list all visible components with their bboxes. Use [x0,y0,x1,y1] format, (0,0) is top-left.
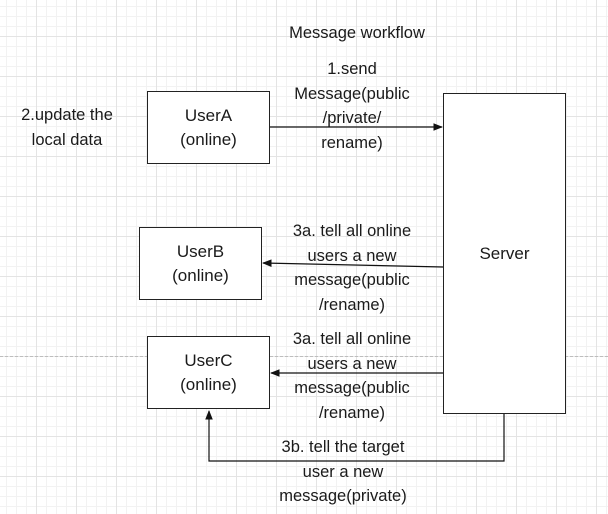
userc-status: (online) [180,374,237,394]
userb-status: (online) [172,265,229,285]
userb-label: UserB [176,241,225,261]
userc-node[interactable]: UserC (online) [147,336,270,409]
server-label: Server [479,243,530,263]
send-message-label: 1.send Message(public /private/ rename) [294,60,410,152]
userb-node[interactable]: UserB (online) [139,227,262,300]
usera-label: UserA [184,105,233,125]
notify-target-label: 3b. tell the target user a new message(p… [279,438,407,505]
page-break-guide [0,356,608,357]
diagram-title: Message workflow [289,24,425,42]
usera-node[interactable]: UserA (online) [147,91,270,164]
arrow-server-to-userb [262,259,444,268]
update-local-label: 2.update the local data [21,106,113,149]
arrow-server-to-userc-private [205,410,505,462]
notify-userc-label: 3a. tell all online users a new message(… [292,330,412,422]
usera-status: (online) [180,129,237,149]
userc-label: UserC [184,350,233,370]
server-node[interactable]: Server [443,93,566,414]
notify-userb-label: 3a. tell all online users a new message(… [292,222,412,314]
